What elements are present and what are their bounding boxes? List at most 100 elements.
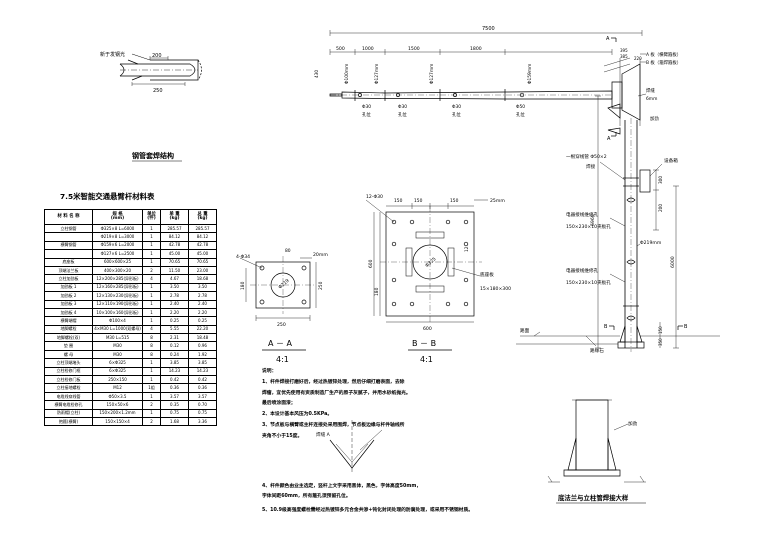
dim-1000: 1000 (362, 46, 374, 52)
table-cell: 8 (142, 349, 161, 360)
board-a: A 板（横臂箍板） (646, 51, 681, 58)
table-cell: 0.42 (160, 375, 189, 385)
table-cell: 12×130×230(异形板) (92, 291, 143, 301)
weld-2: 焊接 (586, 163, 596, 170)
mark-a-top: A (606, 36, 610, 42)
table-cell: 螺 母 (44, 349, 93, 360)
table-cell: 地脚螺栓 (44, 324, 93, 335)
table-cell: 0.36 (188, 383, 217, 393)
table-cell: 3.85 (160, 358, 189, 368)
table-cell (44, 249, 93, 259)
flange-label: 加劲 (628, 420, 638, 427)
table-cell: 4 (142, 324, 161, 335)
mark-b-right: B (684, 324, 688, 330)
section-aa: 4-Φ34 20mm 80 Φ219 250 180 250 A － A 4:1 (236, 248, 328, 364)
table-cell: 1 (142, 366, 161, 377)
bb-180: 180 (374, 287, 380, 296)
table-cell: 1 (142, 299, 161, 309)
dim-6960: 6960 (590, 214, 596, 226)
table-cell: Φ325×8 L=6000 (92, 223, 143, 234)
aa-width: 250 (277, 322, 286, 328)
table-cell: 立柱顶端堵头 (44, 358, 93, 368)
table-cell: 2.20 (160, 307, 189, 318)
aa-inner: 180 (240, 281, 246, 290)
weld-dim-bottom: 250 (153, 88, 163, 94)
table-cell: Φ219×8 L=3000 (92, 232, 143, 242)
bb-base-size: 15×180×300 (480, 286, 511, 292)
hole-b-size: 150×230×10夹板孔 (566, 279, 611, 286)
note-4a: 4、杆件颜色由业主选定，竖杆上文字采用黑体，黑色，字体高度50mm， (262, 484, 422, 489)
weld-caption: 钢管套焊结构 (132, 151, 174, 160)
hole-30-c: Φ30 (452, 104, 461, 110)
pipe-159: Φ159mm (527, 64, 533, 84)
notes-line: 夹角不小于15度。 (262, 433, 303, 439)
table-cell: 3.57 (160, 391, 189, 402)
table-cell: 立柱接地螺栓 (44, 383, 93, 393)
table-cell: 2.40 (188, 299, 217, 309)
table-cell: 0.36 (160, 383, 189, 393)
bb-title: B － B (412, 339, 436, 348)
hole-30-b: Φ30 (398, 104, 407, 110)
table-cell: 横臂钢管 (44, 240, 93, 251)
bb-12: 12 (464, 246, 470, 252)
table-cell: 3.57 (188, 391, 217, 402)
bb-height: 600 (368, 259, 374, 268)
dim-430: 430 (314, 70, 319, 78)
table-cell: 4.67 (160, 274, 189, 284)
bb-thick: 25mm (490, 198, 505, 204)
table-cell: 1 (142, 291, 161, 301)
table-cell: Φ159×6 L=2000 (92, 240, 143, 251)
table-cell: 70.65 (188, 257, 217, 267)
table-header-cell: 材 料 名 称 (44, 209, 93, 225)
bb-center: Φ325 (424, 256, 437, 269)
table-cell: 立柱检修门板 (44, 375, 93, 385)
aa-side: 250 (318, 281, 324, 290)
table-cell: 抱箍(横臂) (44, 416, 93, 427)
table-cell: 14.23 (188, 366, 217, 377)
flange-detail: 加劲 底法兰与立柱管焊接大样 (547, 399, 646, 504)
table-cell: 150×50×6 (92, 400, 143, 410)
dim-7500: 7500 (482, 26, 495, 32)
table-cell: 8 (142, 341, 161, 351)
bb-scale: 4:1 (420, 355, 433, 364)
table-cell: 3.85 (188, 358, 217, 368)
ground-label: 路缘石 (590, 347, 604, 354)
table-cell: 12×200×285(异形板) (92, 274, 143, 284)
table-cell (44, 232, 93, 242)
table-cell: 1 (142, 358, 161, 368)
dim-395: 395 (620, 48, 628, 53)
hole-50: Φ50 (516, 104, 525, 110)
table-cell: 垫 圈 (44, 341, 93, 351)
dim-300: 300 (658, 176, 663, 184)
table-cell: M12 (92, 383, 143, 393)
hole-label-b: 孔位 (398, 111, 407, 118)
table-cell: 2 (142, 416, 161, 427)
pipe-127b: Φ127mm (429, 64, 435, 84)
table-header-cell: 单 重 (kg) (160, 209, 189, 225)
flange-title: 底法兰与立柱管焊接大样 (558, 493, 629, 502)
table-cell: 4×M30 L=1000(双螺母) (92, 324, 143, 335)
table-cell: 0.75 (188, 408, 217, 419)
table-cell: 立柱加劲板 (44, 274, 93, 284)
weld-tag: 焊缝 A (316, 431, 331, 438)
table-cell: 1 (142, 257, 161, 267)
table-cell: 0.75 (160, 408, 189, 419)
note-5: 5、10.9级高强度螺栓需经过热镀锌多元合金共渗+钝化封闭处理的防腐处理，或采用… (262, 508, 474, 513)
pipe-127: Φ127mm (374, 64, 380, 84)
table-cell: 42.78 (160, 240, 189, 251)
notes-line: 焊瘤，宜优先使用有资质制造厂生产的原子灰腻子，并用水砂纸抛光。 (262, 390, 411, 396)
table-cell: 8 (142, 333, 161, 343)
